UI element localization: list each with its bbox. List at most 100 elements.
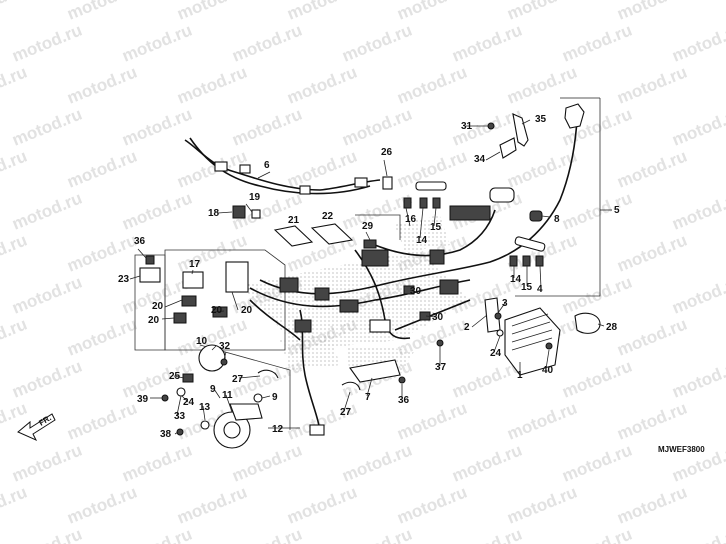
watermark-text: motod.ru: [339, 21, 414, 66]
bolt-39: [161, 394, 169, 402]
bolt-9: [253, 393, 263, 403]
watermark-text: motod.ru: [504, 147, 579, 192]
connector-block: [439, 279, 459, 295]
callout-10: 10: [196, 336, 208, 347]
callout-21: 21: [288, 215, 300, 226]
leader-line: [129, 275, 141, 280]
relay-20: [173, 312, 187, 324]
watermark-text: motod.ru: [9, 441, 84, 486]
connector: [299, 185, 311, 195]
callout-4: 4: [537, 284, 543, 295]
leader-line: [161, 317, 175, 320]
connector-block: [339, 299, 359, 313]
leader-line: [409, 289, 415, 292]
shading-area: [280, 335, 340, 370]
callout-19: 19: [249, 192, 261, 203]
screw-31: [487, 122, 495, 130]
connector-block: [314, 287, 330, 301]
callout-35: 35: [535, 114, 547, 125]
watermark-text: motod.ru: [394, 483, 469, 528]
callout-36: 36: [134, 236, 146, 247]
callout-40: 40: [542, 365, 554, 376]
fuse-14: [403, 197, 412, 209]
connector-23: [139, 267, 161, 283]
leader-lines: [129, 119, 605, 435]
diagram-code: MJWEF3800: [658, 445, 705, 454]
relay-5: [489, 187, 515, 203]
watermark-text: motod.ru: [64, 0, 139, 24]
connector-block: [429, 249, 445, 265]
bracket-7: [349, 359, 401, 383]
watermark-text: motod.ru: [449, 441, 524, 486]
callout-8: 8: [554, 214, 560, 225]
unit-20: [225, 261, 249, 293]
watermark-text: motod.ru: [614, 483, 689, 528]
watermark-text: motod.ru: [284, 399, 359, 444]
watermark-text: motod.ru: [394, 0, 469, 24]
fuse-14: [509, 255, 518, 267]
watermark-text: motod.ru: [0, 0, 30, 24]
callout-17: 17: [189, 259, 201, 270]
clip-29: [363, 239, 377, 249]
callout-15: 15: [430, 222, 442, 233]
callout-27: 27: [232, 374, 244, 385]
watermark-text: motod.ru: [9, 189, 84, 234]
callout-18: 18: [208, 208, 220, 219]
callout-11: 11: [222, 390, 233, 401]
callout-3: 3: [502, 298, 508, 309]
watermark-text: motod.ru: [614, 63, 689, 108]
callout-13: 13: [199, 402, 211, 413]
leader-line: [539, 265, 542, 289]
callout-14: 14: [416, 235, 428, 246]
leader-line: [164, 299, 183, 308]
bracket-box-23: [134, 254, 166, 351]
watermark-text: motod.ru: [504, 483, 579, 528]
leader-line: [213, 310, 225, 313]
clip-36: [145, 255, 155, 265]
leader-line: [191, 269, 194, 275]
callout-7: 7: [365, 392, 371, 403]
callout-1: 1: [517, 370, 523, 381]
leader-line: [174, 431, 179, 435]
callout-16: 16: [405, 214, 417, 225]
bracket-box-16: [355, 214, 401, 240]
leader-line: [493, 335, 501, 353]
watermark-text: motod.ru: [339, 441, 414, 486]
callout-20: 20: [152, 301, 164, 312]
connector: [369, 319, 391, 333]
main-harness: [259, 119, 578, 295]
watermark-text: motod.ru: [284, 483, 359, 528]
watermark-text: motod.ru: [174, 63, 249, 108]
watermark-text: motod.ru: [614, 315, 689, 360]
regulator-1: [504, 307, 561, 376]
callout-2: 2: [464, 322, 470, 333]
watermark-text: motod.ru: [119, 21, 194, 66]
clamp-27: [257, 369, 279, 379]
fuse-cover: [415, 181, 447, 191]
callout-27: 27: [340, 407, 352, 418]
leader-line: [217, 211, 233, 214]
watermark-text: motod.ru: [119, 189, 194, 234]
bracket-box-5: [515, 98, 601, 297]
regulator-fins: [511, 313, 553, 351]
relay-18: [232, 205, 246, 219]
leader-line: [261, 395, 271, 399]
fuse-14: [419, 197, 428, 209]
leader-line: [545, 349, 550, 370]
watermark-text: motod.ru: [9, 105, 84, 150]
watermark-text: motod.ru: [64, 147, 139, 192]
watermark-text: motod.ru: [559, 21, 634, 66]
watermark-text: motod.ru: [559, 273, 634, 318]
sensor-5: [564, 103, 585, 129]
watermark-text: motod.ru: [0, 483, 30, 528]
main-harness: [374, 209, 496, 257]
fuse-15: [432, 197, 441, 209]
branch-wire: [394, 299, 471, 331]
callout-26: 26: [381, 147, 393, 158]
callout-9: 9: [210, 384, 216, 395]
bolt-38: [176, 428, 184, 436]
watermark-text: motod.ru: [174, 483, 249, 528]
callout-15: 15: [521, 282, 533, 293]
leader-line: [181, 395, 189, 403]
